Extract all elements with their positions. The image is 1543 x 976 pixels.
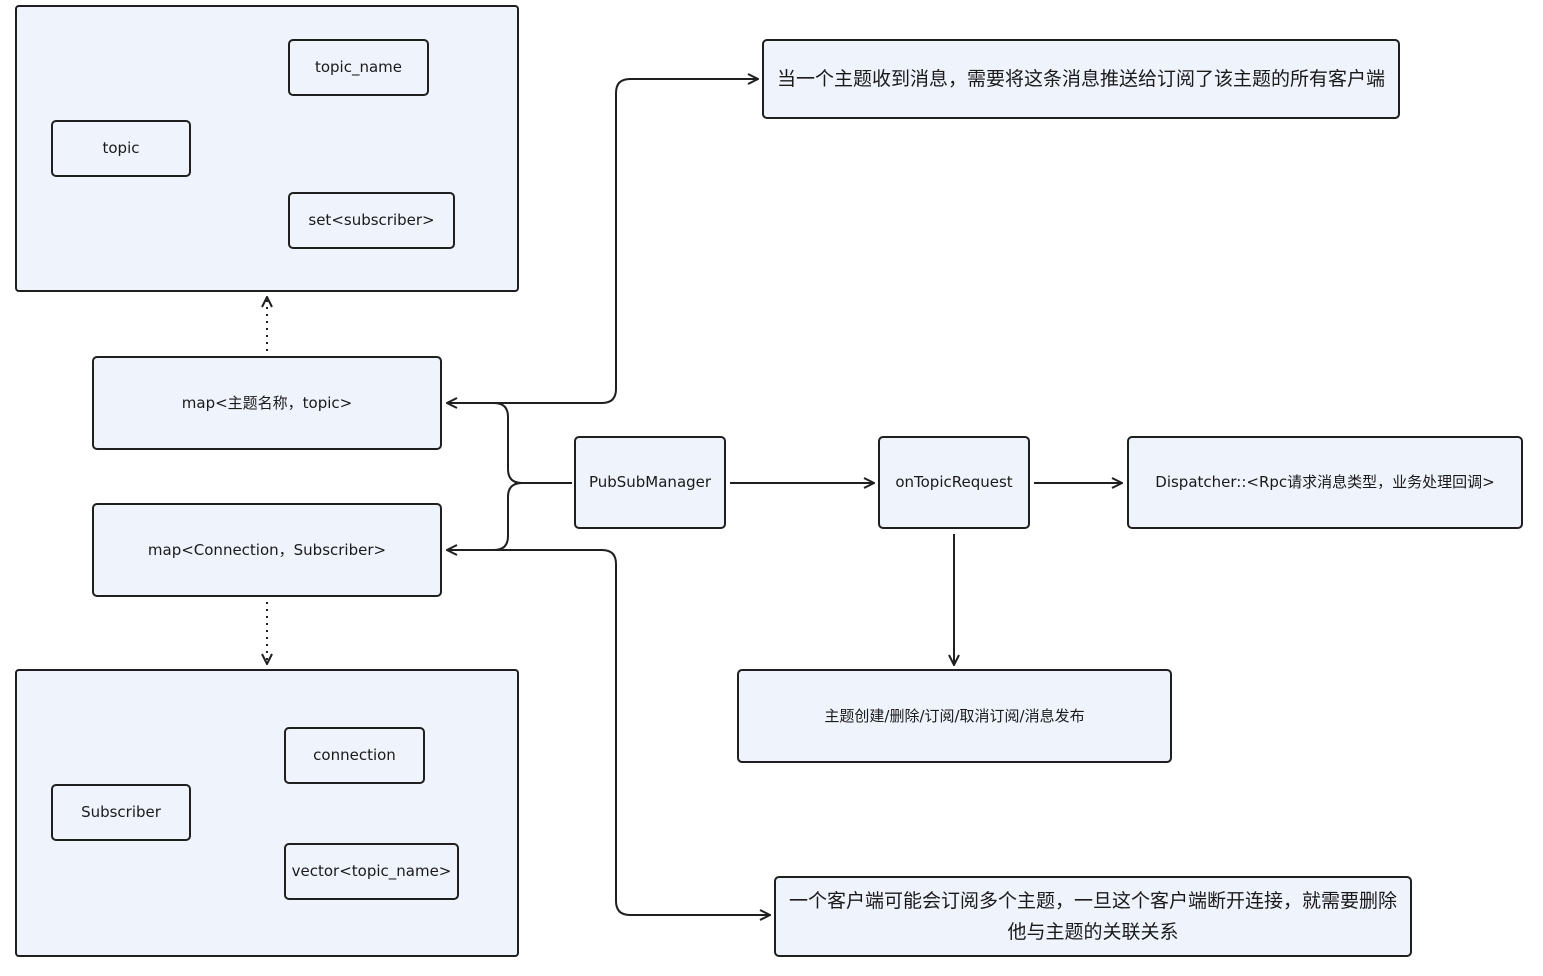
subscriber-set-node: set<subscriber> [288, 192, 455, 249]
dispatcher-node: Dispatcher::<Rpc请求消息类型，业务处理回调> [1127, 436, 1523, 529]
connection-map-node: map<Connection，Subscriber> [92, 503, 442, 597]
client-disconnect-note: 一个客户端可能会订阅多个主题，一旦这个客户端断开连接，就需要删除他与主题的关联关… [774, 876, 1412, 957]
connection-node: connection [284, 727, 425, 784]
manager-to-connection-map [447, 482, 523, 550]
topic-map-node: map<主题名称，topic> [92, 356, 442, 450]
topic-node: topic [51, 120, 191, 177]
subscriber-node: Subscriber [51, 784, 191, 841]
topic-map-to-note [494, 79, 758, 404]
manager-to-topic-map [447, 403, 572, 484]
topic-name-node: topic_name [288, 39, 429, 96]
topic-push-note: 当一个主题收到消息，需要将这条消息推送给订阅了该主题的所有客户端 [762, 39, 1400, 119]
topic-names-vector-node: vector<topic_name> [284, 843, 459, 900]
on-topic-request-node: onTopicRequest [878, 436, 1030, 529]
pubsub-manager-node: PubSubManager [574, 436, 726, 529]
topic-operations-node: 主题创建/删除/订阅/取消订阅/消息发布 [737, 669, 1172, 763]
connection-map-to-note [494, 549, 770, 915]
